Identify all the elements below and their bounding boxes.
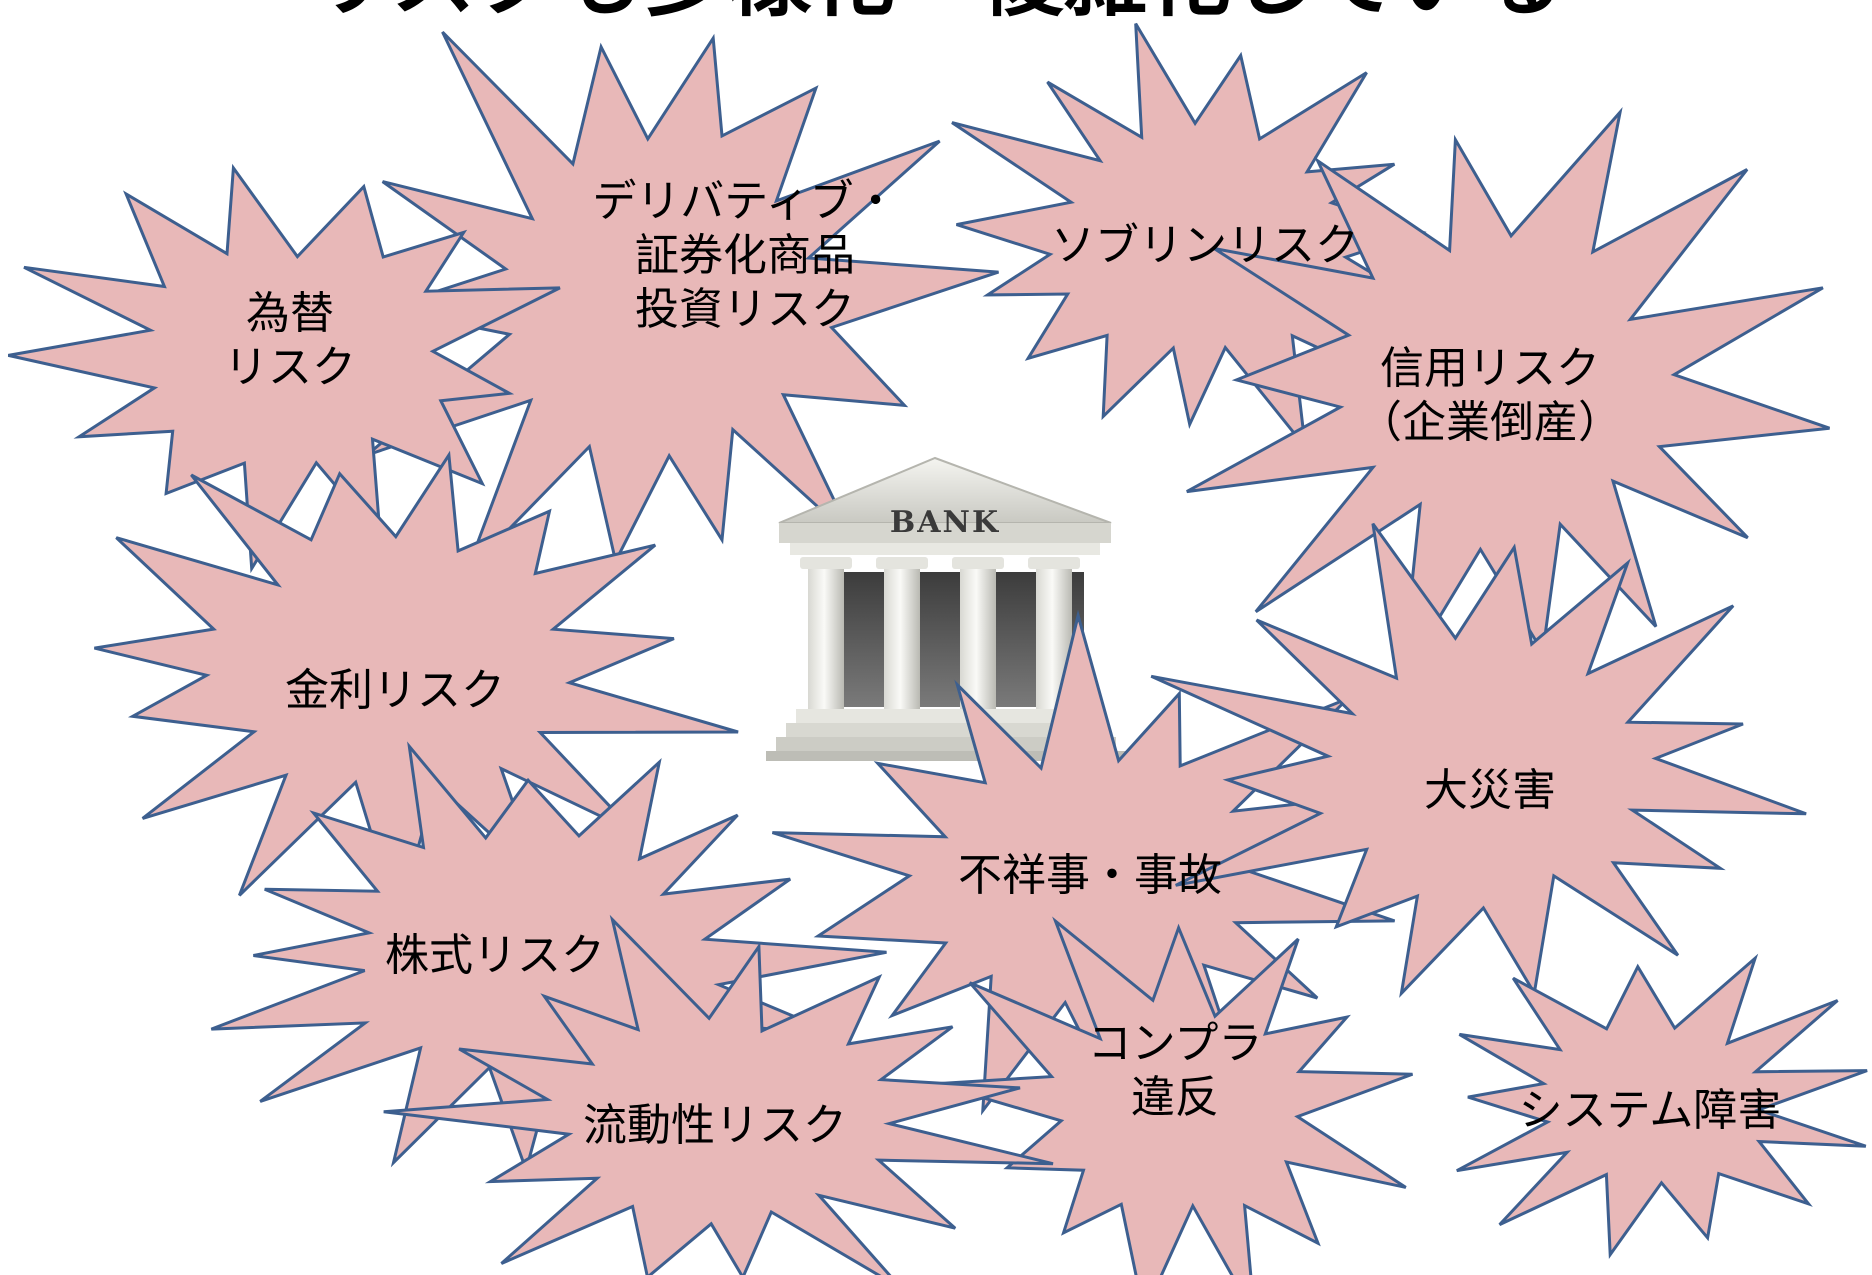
burst-credit [1186,107,1830,680]
risk-label-fx: 為替リスク [224,288,356,393]
risk-label-system: システム障害 [1519,1085,1782,1136]
risk-label-interest: 金利リスク [285,665,505,716]
risk-label-equity: 株式リスク [385,930,605,981]
burst-compliance [935,916,1414,1275]
burst-interest [94,450,739,926]
risk-bursts [7,22,1830,926]
risk-label-disaster: 大災害 [1424,765,1556,816]
burst-system [1456,953,1868,1259]
bank-label: BANK [890,505,1000,540]
burst-sovereign [951,22,1433,452]
risk-label-liquidity: 流動性リスク [583,1100,847,1151]
burst-liquidity [383,914,1054,1275]
risk-label-credit: 信用リスク（企業倒産） [1358,343,1622,448]
risk-label-misconduct: 不祥事・事故 [958,850,1222,901]
burst-disaster [1150,522,1807,998]
risk-label-derivative: デリバティブ・証券化商品投資リスク [592,176,897,335]
risk-label-sovereign: ソブリンリスク [1051,220,1359,271]
risk-label-compliance: コンプラ違反 [1088,1018,1263,1123]
risk-labels: 為替リスク デリバティブ・証券化商品投資リスク ソブリンリスク信用リスク（企業倒産）… [224,176,1781,1151]
slide-title: リスクも多様化・複雑化している [307,0,1564,28]
bank-icon: BANK [766,456,1126,761]
